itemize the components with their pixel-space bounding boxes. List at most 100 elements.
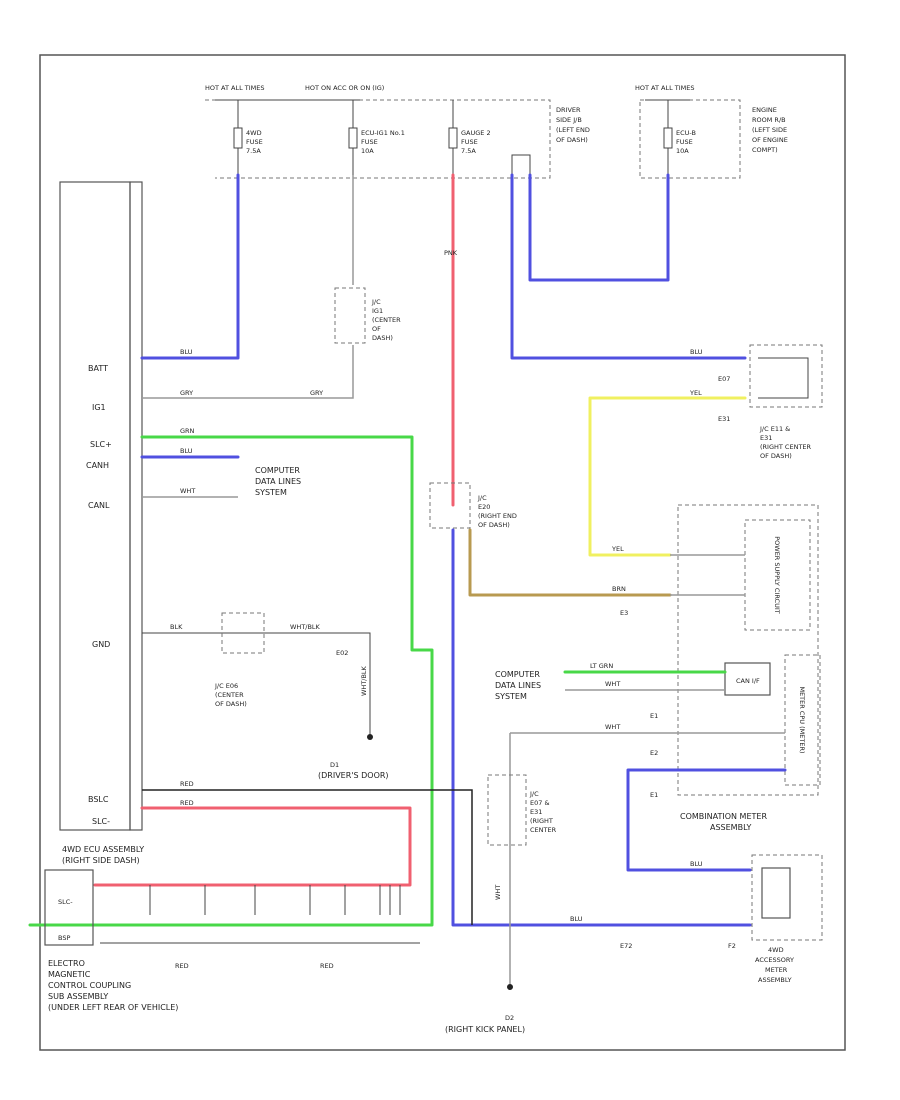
wire-ig1-gry-2 bbox=[142, 345, 354, 399]
driver-jb-label: DRIVER SIDE J/B (LEFT END OF DASH) bbox=[556, 106, 590, 144]
jb-loop bbox=[511, 154, 531, 175]
svg-text:(RIGHT CENTER: (RIGHT CENTER bbox=[760, 443, 812, 451]
wire-yel bbox=[588, 396, 747, 557]
wire-batt-blu bbox=[140, 173, 240, 360]
fuse-ecu-ig1: ECU-IG1 No.1 FUSE 10A bbox=[348, 100, 405, 175]
svg-text:E07 &: E07 & bbox=[530, 799, 550, 807]
svg-text:J/C: J/C bbox=[371, 298, 381, 306]
svg-text:CANL: CANL bbox=[88, 501, 110, 510]
wires: BLU GRY GRY J/C IG1 (CENTER OF DASH) GRN… bbox=[28, 173, 823, 927]
svg-text:(LEFT END: (LEFT END bbox=[556, 126, 590, 134]
coupling-area: 4WD ECU ASSEMBLY (RIGHT SIDE DASH) SLC- … bbox=[44, 845, 420, 1012]
svg-text:DRIVER: DRIVER bbox=[556, 106, 581, 114]
fuse-gauge2: GAUGE 2 FUSE 7.5A bbox=[448, 100, 491, 175]
hot-label-2: HOT ON ACC OR ON (IG) bbox=[305, 84, 384, 92]
ecu-connector: BATT IG1 SLC+ CANH CANL GND BSLC SLC- bbox=[59, 181, 143, 831]
ground-right-kick: (RIGHT KICK PANEL) bbox=[445, 1025, 525, 1034]
combination-meter-label: COMBINATION METER ASSEMBLY bbox=[680, 812, 767, 832]
svg-text:BRN: BRN bbox=[612, 585, 626, 593]
svg-text:SIDE J/B: SIDE J/B bbox=[556, 116, 582, 124]
jc-e06-label: J/C E06 (CENTER OF DASH) bbox=[214, 682, 247, 708]
fuse-ecu-b: ECU-B FUSE 10A bbox=[663, 100, 696, 175]
svg-text:FUSE: FUSE bbox=[246, 138, 263, 146]
jc-e11-box bbox=[749, 344, 823, 408]
engine-rb-outline bbox=[639, 99, 741, 179]
wire-slc-minus-red bbox=[93, 806, 412, 887]
svg-text:SLC-: SLC- bbox=[58, 898, 73, 906]
svg-text:ENGINE: ENGINE bbox=[752, 106, 777, 114]
hot-label-3: HOT AT ALL TIMES bbox=[635, 84, 695, 92]
wire-slc-plus-grn bbox=[28, 435, 434, 927]
svg-text:DATA LINES: DATA LINES bbox=[495, 681, 541, 690]
svg-text:OF DASH): OF DASH) bbox=[556, 136, 588, 144]
svg-text:SUB ASSEMBLY: SUB ASSEMBLY bbox=[48, 992, 108, 1001]
svg-text:BATT: BATT bbox=[88, 364, 108, 373]
svg-text:4WD: 4WD bbox=[768, 946, 784, 954]
svg-text:BLK: BLK bbox=[170, 623, 183, 631]
svg-text:F2: F2 bbox=[728, 942, 736, 950]
svg-text:(RIGHT END: (RIGHT END bbox=[478, 512, 517, 520]
svg-text:CANH: CANH bbox=[86, 461, 109, 470]
jc-ig1-label: J/C IG1 (CENTER OF DASH) bbox=[371, 298, 401, 342]
svg-text:RED: RED bbox=[320, 962, 334, 970]
svg-text:WHT/BLK: WHT/BLK bbox=[360, 665, 368, 696]
svg-text:IG1: IG1 bbox=[372, 307, 383, 315]
wire-ground-blu bbox=[451, 528, 752, 927]
accessory-meter: E72 F2 4WD ACCESSORY METER ASSEMBLY bbox=[620, 854, 823, 984]
svg-text:COMBINATION METER: COMBINATION METER bbox=[680, 812, 767, 821]
svg-text:WHT: WHT bbox=[494, 885, 502, 900]
svg-text:(CENTER: (CENTER bbox=[372, 316, 401, 324]
svg-text:ASSEMBLY: ASSEMBLY bbox=[758, 976, 792, 984]
svg-text:10A: 10A bbox=[676, 147, 689, 155]
svg-text:BLU: BLU bbox=[180, 447, 193, 455]
combination-meter: POWER SUPPLY CIRCUIT E3 CAN I/F METER CP… bbox=[495, 504, 821, 872]
fuse-4wd: 4WD FUSE 7.5A bbox=[233, 100, 263, 175]
svg-text:CAN I/F: CAN I/F bbox=[736, 677, 760, 685]
svg-text:YEL: YEL bbox=[611, 545, 624, 553]
jc-e20-box bbox=[429, 482, 471, 529]
svg-text:WHT/BLK: WHT/BLK bbox=[290, 623, 321, 631]
svg-text:CONTROL COUPLING: CONTROL COUPLING bbox=[48, 981, 131, 990]
svg-text:4WD: 4WD bbox=[246, 129, 262, 137]
svg-text:BSP: BSP bbox=[58, 934, 70, 942]
svg-text:FUSE: FUSE bbox=[676, 138, 693, 146]
svg-text:GND: GND bbox=[92, 640, 110, 649]
svg-text:E72: E72 bbox=[620, 942, 632, 950]
svg-text:BLU: BLU bbox=[690, 348, 703, 356]
svg-text:OF ENGINE: OF ENGINE bbox=[752, 136, 788, 144]
svg-text:ACCESSORY: ACCESSORY bbox=[755, 956, 794, 964]
svg-text:(UNDER LEFT REAR OF VEHICLE): (UNDER LEFT REAR OF VEHICLE) bbox=[48, 1003, 178, 1012]
svg-text:RED: RED bbox=[175, 962, 189, 970]
svg-text:E31: E31 bbox=[530, 808, 542, 816]
wire-jb-rb-blu bbox=[528, 173, 670, 282]
svg-text:E3: E3 bbox=[620, 609, 628, 617]
svg-text:SLC+: SLC+ bbox=[90, 440, 112, 449]
svg-text:WHT: WHT bbox=[180, 487, 195, 495]
svg-text:E31: E31 bbox=[760, 434, 772, 442]
svg-text:GRN: GRN bbox=[180, 427, 195, 435]
inline-connectors bbox=[149, 885, 401, 915]
svg-text:CENTER: CENTER bbox=[530, 826, 557, 834]
svg-text:E31: E31 bbox=[718, 415, 730, 423]
svg-text:RED: RED bbox=[180, 799, 194, 807]
svg-text:IG1: IG1 bbox=[92, 403, 106, 412]
jc-e06-box bbox=[221, 612, 265, 654]
svg-text:(RIGHT SIDE DASH): (RIGHT SIDE DASH) bbox=[62, 856, 140, 865]
svg-text:(RIGHT: (RIGHT bbox=[530, 817, 553, 825]
svg-text:MAGNETIC: MAGNETIC bbox=[48, 970, 91, 979]
jc-e11-label: J/C E11 & E31 (RIGHT CENTER OF DASH) bbox=[759, 425, 812, 460]
svg-text:OF: OF bbox=[372, 325, 381, 333]
jc-e20-label: J/C E20 (RIGHT END OF DASH) bbox=[477, 494, 517, 529]
wire-jb-e31-blu bbox=[510, 173, 747, 360]
driver-jb-outline bbox=[205, 99, 551, 179]
svg-text:DASH): DASH) bbox=[372, 334, 393, 342]
svg-text:ROOM R/B: ROOM R/B bbox=[752, 116, 786, 124]
svg-text:BSLC: BSLC bbox=[88, 795, 109, 804]
svg-text:D2: D2 bbox=[505, 1014, 514, 1022]
svg-text:DATA LINES: DATA LINES bbox=[255, 477, 301, 486]
computer-data-2: COMPUTER DATA LINES SYSTEM bbox=[495, 670, 541, 701]
svg-text:(CENTER: (CENTER bbox=[215, 691, 244, 699]
svg-text:ECU-IG1 No.1: ECU-IG1 No.1 bbox=[361, 129, 405, 137]
svg-text:BLU: BLU bbox=[690, 860, 703, 868]
coupling-label: ELECTRO MAGNETIC CONTROL COUPLING SUB AS… bbox=[48, 959, 178, 1012]
